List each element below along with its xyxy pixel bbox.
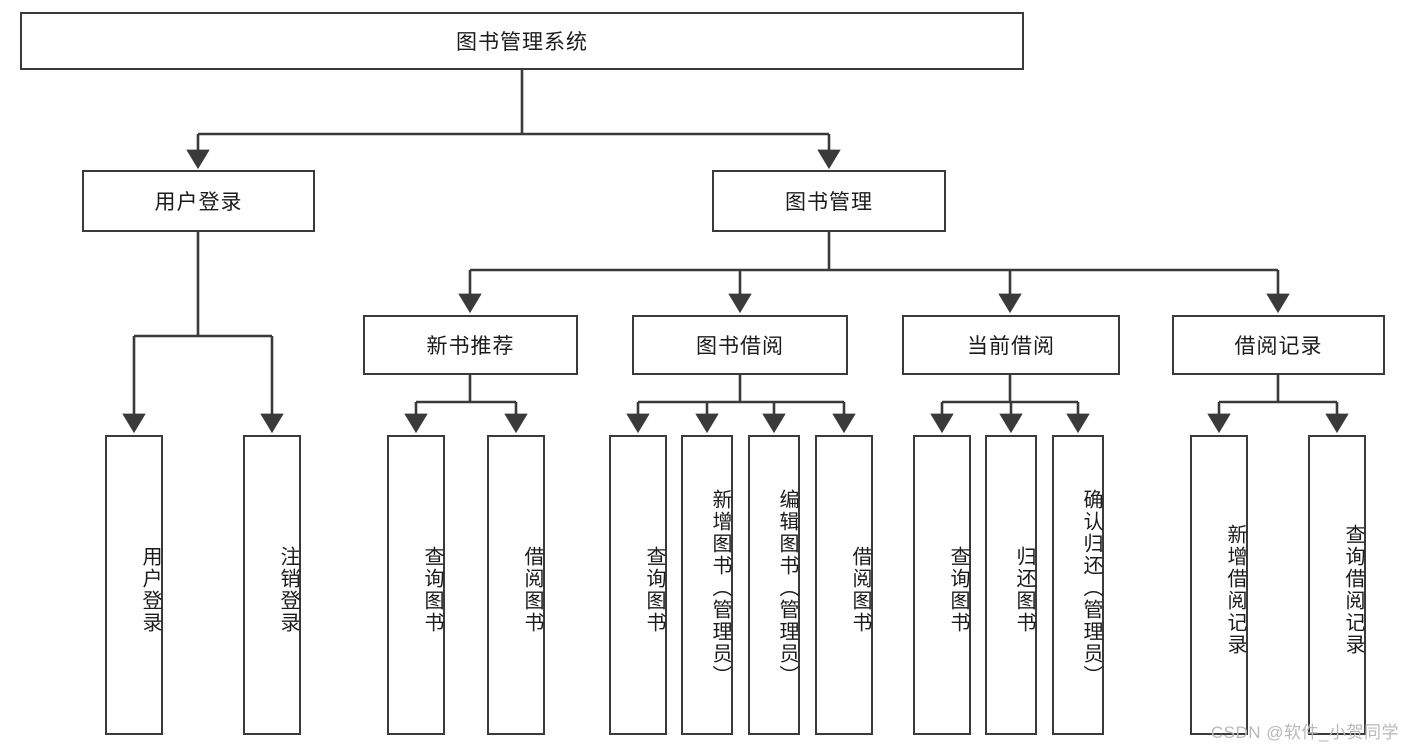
leaf-bb-query-book[interactable]: 查询图书 <box>609 435 667 735</box>
node-borrow-record[interactable]: 借阅记录 <box>1172 315 1385 375</box>
csdn-watermark: CSDN @软件_小贺同学 <box>1210 723 1399 742</box>
leaf-bb-add-book-admin[interactable]: 新增图书（管理员） <box>681 435 733 735</box>
node-new-book-recommend[interactable]: 新书推荐 <box>363 315 578 375</box>
leaf-br-query-record[interactable]: 查询借阅记录 <box>1308 435 1366 735</box>
leaf-cb-return-book[interactable]: 归还图书 <box>985 435 1037 735</box>
leaf-nb-query-book[interactable]: 查询图书 <box>387 435 445 735</box>
leaf-cb-query-book[interactable]: 查询图书 <box>913 435 971 735</box>
leaf-user-login[interactable]: 用户登录 <box>105 435 163 735</box>
node-user-login[interactable]: 用户登录 <box>82 170 315 232</box>
leaf-nb-borrow-book[interactable]: 借阅图书 <box>487 435 545 735</box>
leaf-br-add-record[interactable]: 新增借阅记录 <box>1190 435 1248 735</box>
node-current-borrow[interactable]: 当前借阅 <box>902 315 1120 375</box>
node-root[interactable]: 图书管理系统 <box>20 12 1024 70</box>
leaf-bb-borrow-book[interactable]: 借阅图书 <box>815 435 873 735</box>
node-book-borrow[interactable]: 图书借阅 <box>632 315 848 375</box>
node-book-management[interactable]: 图书管理 <box>712 170 946 232</box>
leaf-cb-confirm-return-admin[interactable]: 确认归还（管理员） <box>1052 435 1104 735</box>
leaf-logout[interactable]: 注销登录 <box>243 435 301 735</box>
leaf-bb-edit-book-admin[interactable]: 编辑图书（管理员） <box>748 435 800 735</box>
